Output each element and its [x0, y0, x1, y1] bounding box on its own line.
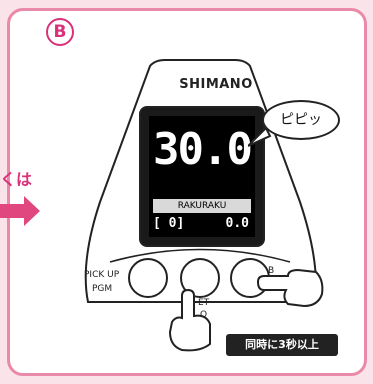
beep-speech-bubble: ピピッ: [262, 100, 340, 140]
zero-set-button[interactable]: [180, 258, 220, 298]
zero-label-mid: ET: [198, 298, 210, 308]
right-button-label: B: [268, 266, 275, 276]
step-badge-b: B: [46, 18, 74, 46]
pgm-label: PGM: [92, 284, 113, 294]
depth-value: 30.0: [153, 124, 253, 175]
left-readout: [ 0]: [153, 216, 185, 231]
pressing-finger-icon: [168, 288, 211, 352]
bubble-tail: [248, 128, 272, 147]
side-text: くは: [0, 170, 33, 189]
brand-logo: SHIMANO: [179, 77, 253, 92]
pickup-pgm-button[interactable]: [128, 258, 168, 298]
pickup-label: PICK UP: [84, 270, 120, 280]
mode-label: RAKURAKU: [153, 199, 251, 213]
pink-arrow-icon: [0, 196, 40, 226]
zero-label-bottom: O: [200, 310, 208, 320]
lcd-display: 30.0 RAKURAKU [ 0] 0.0: [139, 106, 265, 247]
pressing-finger-icon-right: [256, 268, 324, 308]
lcd-inner: 30.0 RAKURAKU [ 0] 0.0: [149, 116, 255, 237]
right-readout: 0.0: [225, 216, 249, 231]
instruction-badge: 同時に3秒以上: [226, 334, 338, 356]
